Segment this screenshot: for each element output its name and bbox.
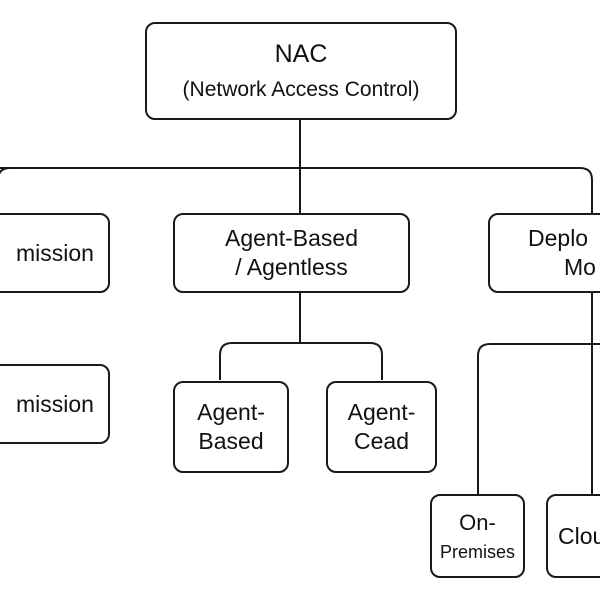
agent-based-agentless-box: Agent-Based / Agentless <box>173 213 410 293</box>
level1-left-label: mission <box>16 239 94 266</box>
cloud-box: Clou <box>546 494 600 578</box>
deployment-line2: Mo <box>564 254 596 280</box>
connector-top-bus-left-end <box>0 167 11 175</box>
on-premises-line2: Premises <box>439 541 515 562</box>
agent-cead-leaf-line2: Cead <box>354 428 409 454</box>
agent-based-leaf-line1: Agent- <box>197 399 265 426</box>
agent-based-leaf-box: Agent- Based <box>173 381 289 473</box>
agent-cead-leaf-line1: Agent- <box>347 399 416 426</box>
on-premises-box: On- Premises <box>430 494 525 578</box>
agent-based-leaf-line2: Based <box>198 428 264 454</box>
connector-agent-bus <box>219 342 383 380</box>
cloud-label: Clou <box>558 522 600 549</box>
agent-based-line2: / Agentless <box>235 254 348 280</box>
level2-left-box: mission <box>0 364 110 444</box>
level1-left-box: mission <box>0 213 110 293</box>
connector-top-bus <box>0 167 593 200</box>
agent-cead-leaf-box: Agent- Cead <box>326 381 437 473</box>
connector-deploy-bus <box>477 343 600 496</box>
agent-based-line1: Agent-Based <box>225 225 358 252</box>
root-title: NAC <box>274 40 328 69</box>
deployment-model-box: Deplo Mo <box>488 213 600 293</box>
nac-root-box: NAC (Network Access Control) <box>145 22 457 120</box>
level2-left-label: mission <box>16 390 94 417</box>
on-premises-line1: On- <box>459 510 496 535</box>
root-subtitle: (Network Access Control) <box>182 77 420 101</box>
deployment-line1: Deplo <box>528 225 589 252</box>
